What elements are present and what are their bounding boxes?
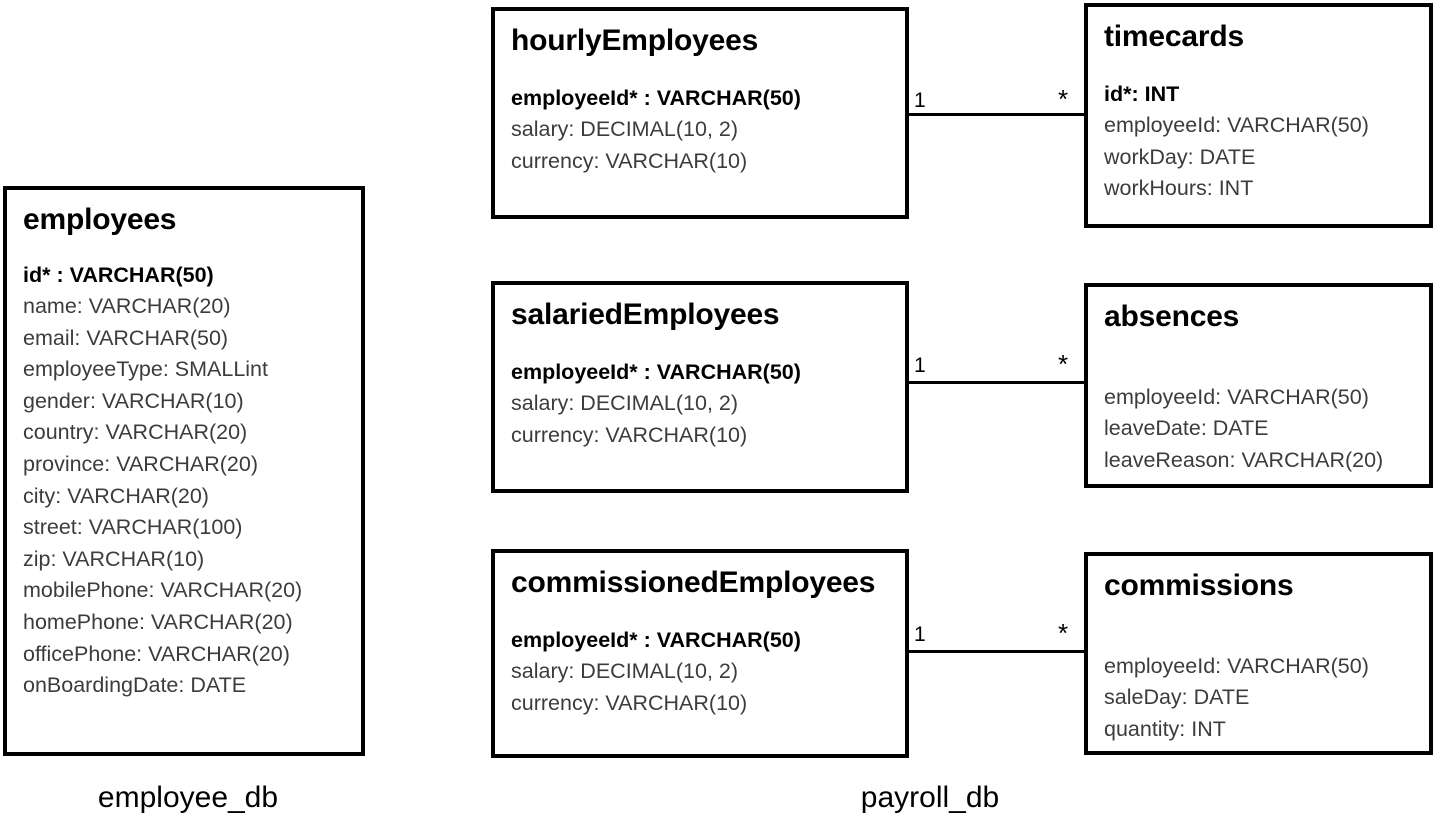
attribute-row: email: VARCHAR(50)	[23, 325, 229, 350]
cardinality-label-many: *	[1058, 349, 1069, 379]
attribute-row: zip: VARCHAR(10)	[23, 546, 205, 571]
db-caption-payroll-db: payroll_db	[860, 781, 1000, 814]
attribute-row: name: VARCHAR(20)	[23, 294, 231, 319]
attribute-row: employeeId* : VARCHAR(50)	[511, 85, 801, 110]
cardinality-label-one: 1	[914, 623, 926, 646]
entity-title-timecards: timecards	[1104, 20, 1244, 53]
entity-title-commissions: commissions	[1104, 569, 1294, 602]
attribute-row: leaveDate: DATE	[1104, 416, 1269, 441]
entity-timecards[interactable]: timecards id*: INT employeeId: VARCHAR(5…	[1084, 3, 1433, 228]
cardinality-label-one: 1	[914, 354, 926, 377]
attribute-row: mobilePhone: VARCHAR(20)	[23, 578, 303, 603]
attribute-row: currency: VARCHAR(10)	[511, 148, 748, 173]
attribute-row: homePhone: VARCHAR(20)	[23, 610, 293, 635]
entity-commissions[interactable]: commissions employeeId: VARCHAR(50) sale…	[1084, 552, 1433, 755]
attribute-list-commissioned-employees: employeeId* : VARCHAR(50) salary: DECIMA…	[511, 625, 889, 720]
attribute-row: officePhone: VARCHAR(20)	[23, 641, 290, 666]
attribute-list-commissions: employeeId: VARCHAR(50) saleDay: DATE qu…	[1104, 651, 1413, 746]
attribute-row: salary: DECIMAL(10, 2)	[511, 659, 739, 684]
attribute-row: gender: VARCHAR(10)	[23, 388, 244, 413]
entity-title-employees: employees	[23, 203, 177, 236]
attribute-row: salary: DECIMAL(10, 2)	[511, 117, 739, 142]
entity-title-salaried-employees: salariedEmployees	[511, 298, 780, 331]
relationship-line-commissioned-commissions	[908, 650, 1085, 653]
attribute-row: leaveReason: VARCHAR(20)	[1104, 447, 1384, 472]
attribute-row: workDay: DATE	[1104, 144, 1256, 169]
attribute-row: city: VARCHAR(20)	[23, 483, 209, 508]
attribute-row: currency: VARCHAR(10)	[511, 690, 748, 715]
attribute-row: quantity: INT	[1104, 716, 1226, 741]
entity-title-absences: absences	[1104, 300, 1240, 333]
relationship-line-salaried-absences	[908, 381, 1085, 384]
relationship-line-hourly-timecards	[908, 113, 1085, 116]
attribute-row: street: VARCHAR(100)	[23, 515, 243, 540]
db-caption-employee-db: employee_db	[97, 781, 279, 814]
entity-salaried-employees[interactable]: salariedEmployees employeeId* : VARCHAR(…	[491, 281, 909, 493]
attribute-list-salaried-employees: employeeId* : VARCHAR(50) salary: DECIMA…	[511, 357, 889, 452]
attribute-row: id* : VARCHAR(50)	[23, 262, 214, 287]
attribute-row: employeeId* : VARCHAR(50)	[511, 627, 801, 652]
attribute-row: employeeId* : VARCHAR(50)	[511, 359, 801, 384]
attribute-row: workHours: INT	[1104, 176, 1254, 201]
attribute-row: employeeId: VARCHAR(50)	[1104, 653, 1369, 678]
attribute-list-timecards: id*: INT employeeId: VARCHAR(50) workDay…	[1104, 79, 1413, 205]
entity-title-hourly-employees: hourlyEmployees	[511, 24, 759, 57]
attribute-row: onBoardingDate: DATE	[23, 673, 247, 698]
attribute-row: id*: INT	[1104, 81, 1180, 106]
attribute-row: currency: VARCHAR(10)	[511, 422, 748, 447]
attribute-list-absences: employeeId: VARCHAR(50) leaveDate: DATE …	[1104, 382, 1413, 477]
attribute-row: employeeId: VARCHAR(50)	[1104, 113, 1369, 138]
entity-commissioned-employees[interactable]: commissionedEmployees employeeId* : VARC…	[491, 549, 909, 758]
cardinality-label-many: *	[1058, 618, 1069, 648]
cardinality-label-one: 1	[914, 89, 926, 112]
attribute-list-hourly-employees: employeeId* : VARCHAR(50) salary: DECIMA…	[511, 83, 889, 178]
attribute-row: salary: DECIMAL(10, 2)	[511, 391, 739, 416]
attribute-row: country: VARCHAR(20)	[23, 420, 248, 445]
entity-employees[interactable]: employees id* : VARCHAR(50) name: VARCHA…	[3, 186, 365, 756]
attribute-row: employeeType: SMALLint	[23, 357, 268, 382]
entity-absences[interactable]: absences employeeId: VARCHAR(50) leaveDa…	[1084, 283, 1433, 488]
attribute-row: saleDay: DATE	[1104, 685, 1250, 710]
cardinality-label-many: *	[1058, 84, 1069, 114]
attribute-row: employeeId: VARCHAR(50)	[1104, 384, 1369, 409]
entity-title-commissioned-employees: commissionedEmployees	[511, 566, 876, 599]
entity-hourly-employees[interactable]: hourlyEmployees employeeId* : VARCHAR(50…	[491, 7, 909, 219]
attribute-row: province: VARCHAR(20)	[23, 452, 258, 477]
attribute-list-employees: id* : VARCHAR(50) name: VARCHAR(20) emai…	[23, 260, 345, 702]
